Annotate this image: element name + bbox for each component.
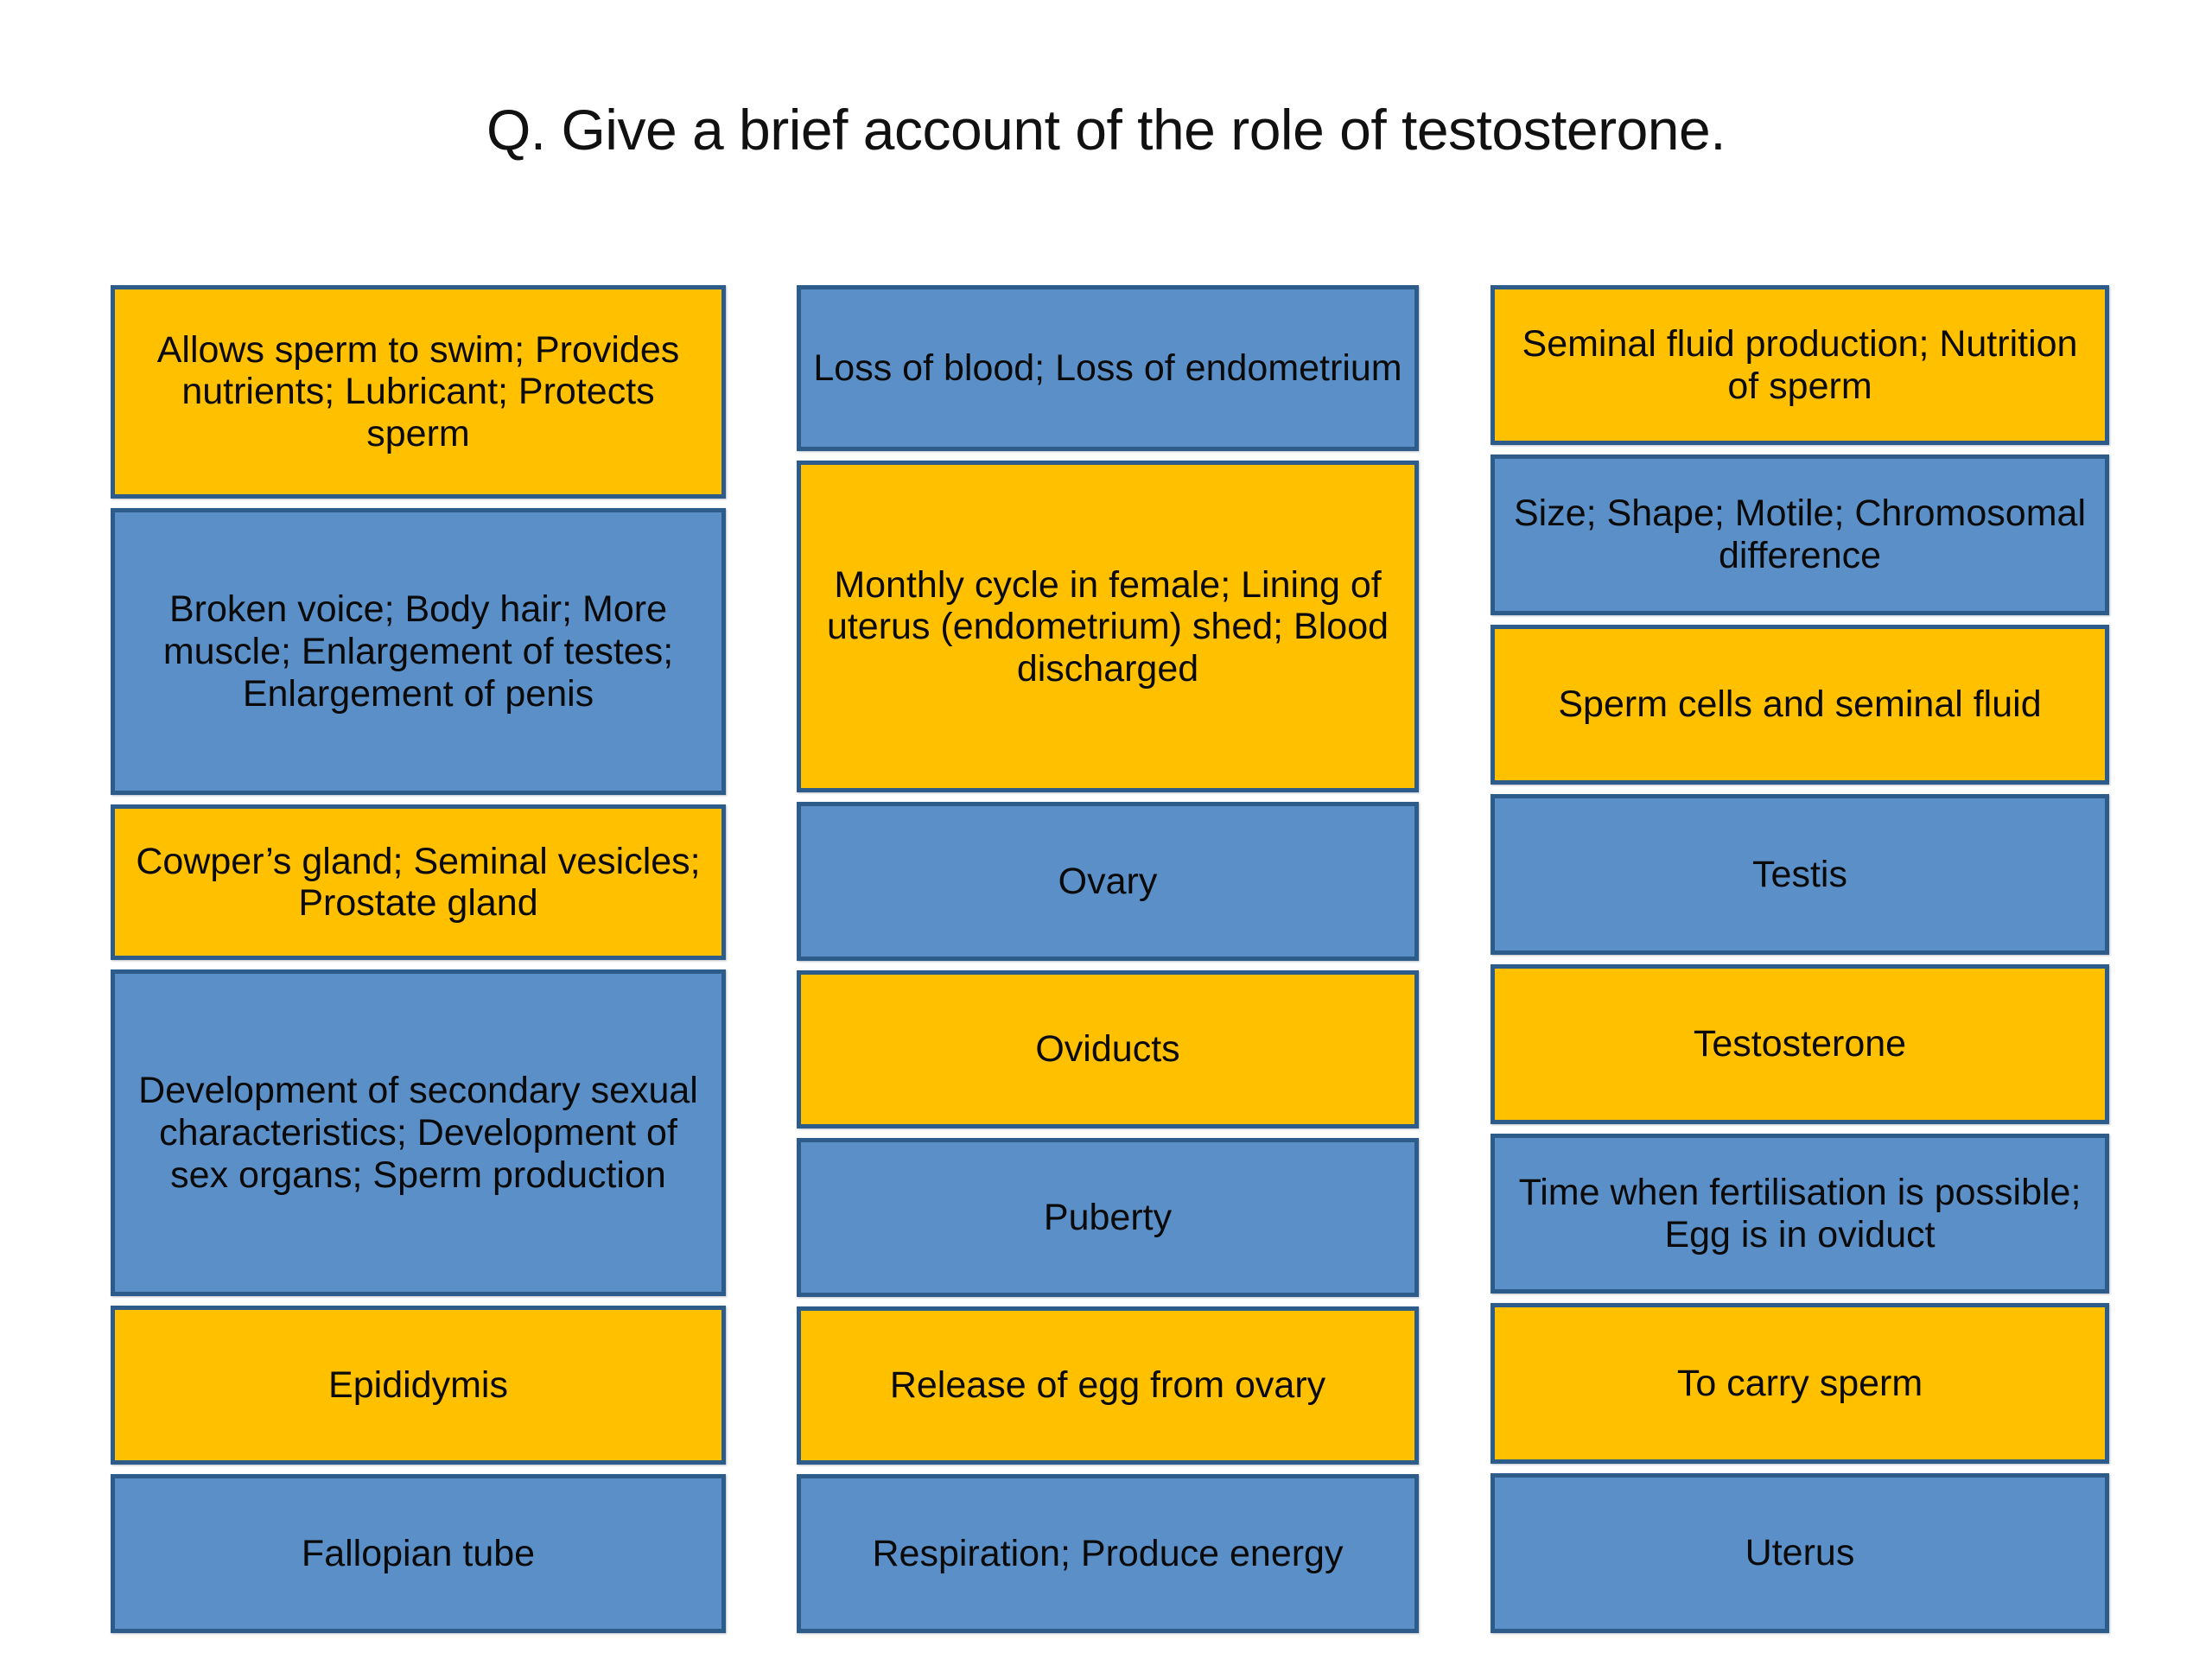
answer-card-label: Cowper’s gland; Seminal vesicles; Prosta…	[136, 840, 701, 925]
answer-card-label: Monthly cycle in female; Lining of uteru…	[826, 563, 1389, 690]
card-column-1: Allows sperm to swim; Provides nutrients…	[111, 285, 726, 1634]
answer-card-label: Broken voice; Body hair; More muscle; En…	[162, 588, 674, 715]
answer-card[interactable]: Epididymis	[111, 1306, 726, 1465]
answer-card-label: Release of egg from ovary	[889, 1364, 1326, 1407]
answer-card-label: To carry sperm	[1676, 1362, 1923, 1404]
answer-card[interactable]: Testis	[1491, 794, 2109, 955]
answer-card-label: Puberty	[1043, 1196, 1173, 1238]
answer-card[interactable]: Testosterone	[1491, 963, 2109, 1124]
answer-card[interactable]: Respiration; Produce energy	[797, 1474, 1419, 1633]
answer-card[interactable]: Broken voice; Body hair; More muscle; En…	[111, 508, 726, 796]
answer-card[interactable]: Puberty	[797, 1138, 1419, 1297]
answer-card[interactable]: Oviducts	[797, 969, 1419, 1129]
answer-card-label: Size; Shape; Motile; Chromosomal differe…	[1513, 493, 2086, 577]
answer-card[interactable]: Loss of blood; Loss of endometrium	[797, 285, 1419, 452]
answer-card[interactable]: Monthly cycle in female; Lining of uteru…	[797, 461, 1419, 793]
answer-card[interactable]: Time when fertilisation is possible; Egg…	[1491, 1133, 2109, 1294]
answer-card-label: Sperm cells and seminal fluid	[1558, 683, 2042, 726]
answer-card-label: Epididymis	[328, 1363, 508, 1406]
answer-card-label: Allows sperm to swim; Provides nutrients…	[156, 328, 680, 454]
card-columns: Allows sperm to swim; Provides nutrients…	[0, 285, 2212, 1634]
answer-card[interactable]: Sperm cells and seminal fluid	[1491, 624, 2109, 785]
answer-card-label: Development of secondary sexual characte…	[138, 1070, 698, 1196]
answer-card-label: Oviducts	[1035, 1028, 1180, 1071]
page-title: Q. Give a brief account of the role of t…	[486, 98, 1726, 162]
answer-card[interactable]: Release of egg from ovary	[797, 1306, 1419, 1465]
answer-card-label: Loss of blood; Loss of endometrium	[813, 346, 1402, 389]
answer-card-label: Ovary	[1058, 860, 1158, 902]
answer-card[interactable]: Ovary	[797, 802, 1419, 961]
answer-card-label: Seminal fluid production; Nutrition of s…	[1522, 323, 2078, 407]
answer-card[interactable]: Uterus	[1491, 1472, 2109, 1633]
answer-card[interactable]: Development of secondary sexual characte…	[111, 969, 726, 1297]
card-column-3: Seminal fluid production; Nutrition of s…	[1491, 285, 2109, 1633]
answer-card[interactable]: Size; Shape; Motile; Chromosomal differe…	[1491, 454, 2109, 615]
answer-card[interactable]: To carry sperm	[1491, 1303, 2109, 1464]
answer-card-label: Testis	[1752, 853, 1847, 895]
answer-card[interactable]: Cowper’s gland; Seminal vesicles; Prosta…	[111, 804, 726, 961]
answer-card-label: Fallopian tube	[301, 1532, 536, 1574]
answer-card[interactable]: Seminal fluid production; Nutrition of s…	[1491, 285, 2109, 446]
answer-card-label: Testosterone	[1693, 1022, 1907, 1065]
answer-card-label: Uterus	[1745, 1532, 1855, 1574]
answer-card[interactable]: Fallopian tube	[111, 1474, 726, 1634]
answer-card-label: Time when fertilisation is possible; Egg…	[1518, 1171, 2082, 1255]
answer-card-label: Respiration; Produce energy	[872, 1532, 1344, 1574]
answer-card[interactable]: Allows sperm to swim; Provides nutrients…	[111, 285, 726, 499]
